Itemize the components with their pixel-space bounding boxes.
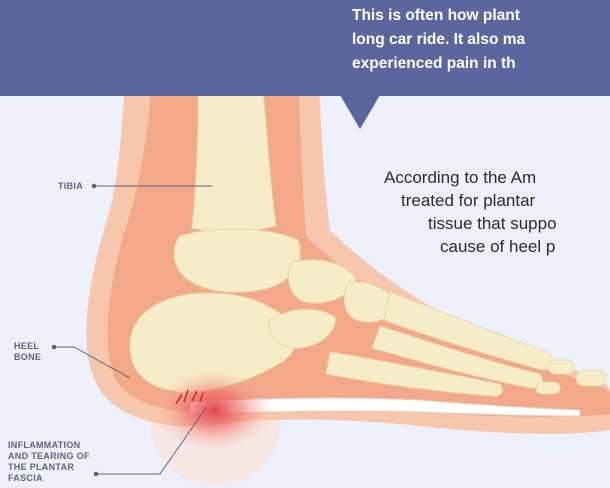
tibia-label-text: TIBIA: [58, 181, 83, 192]
body-line-3: tissue that suppo: [384, 212, 557, 235]
body-line-1: According to the Am: [384, 166, 557, 189]
banner-pointer: [340, 95, 380, 129]
toe-phalanx-1: [548, 360, 574, 374]
tibia-label: TIBIA: [58, 181, 83, 192]
heel-bone-label: HEEL BONE: [14, 341, 41, 363]
body-line-2: treated for plantar: [384, 189, 557, 212]
heel-bone-label-line-1: HEEL: [14, 341, 41, 352]
body-line-4: cause of heel p: [384, 235, 557, 258]
inflammation-label-line-3: THE PLANTAR: [8, 462, 90, 473]
inflammation-label: INFLAMMATION AND TEARING OF THE PLANTAR …: [8, 440, 90, 484]
banner-line-1: This is often how plant: [352, 4, 610, 28]
heel-bone-label-line-2: BONE: [14, 352, 41, 363]
talus-bone: [174, 229, 300, 292]
banner-text: This is often how plant long car ride. I…: [352, 4, 610, 76]
inflammation-label-line-2: AND TEARING OF: [8, 451, 90, 462]
banner-line-3: experienced pain in th: [352, 52, 610, 76]
toe-phalanx-2: [576, 370, 606, 386]
inflammation-label-line-4: FASCIA: [8, 473, 90, 484]
body-paragraph: According to the Am treated for plantar …: [384, 166, 557, 258]
toe-phalanx-3: [536, 382, 560, 394]
inflammation-label-line-1: INFLAMMATION: [8, 440, 90, 451]
banner-line-2: long car ride. It also ma: [352, 28, 610, 52]
inflammation-glow: [152, 368, 276, 452]
